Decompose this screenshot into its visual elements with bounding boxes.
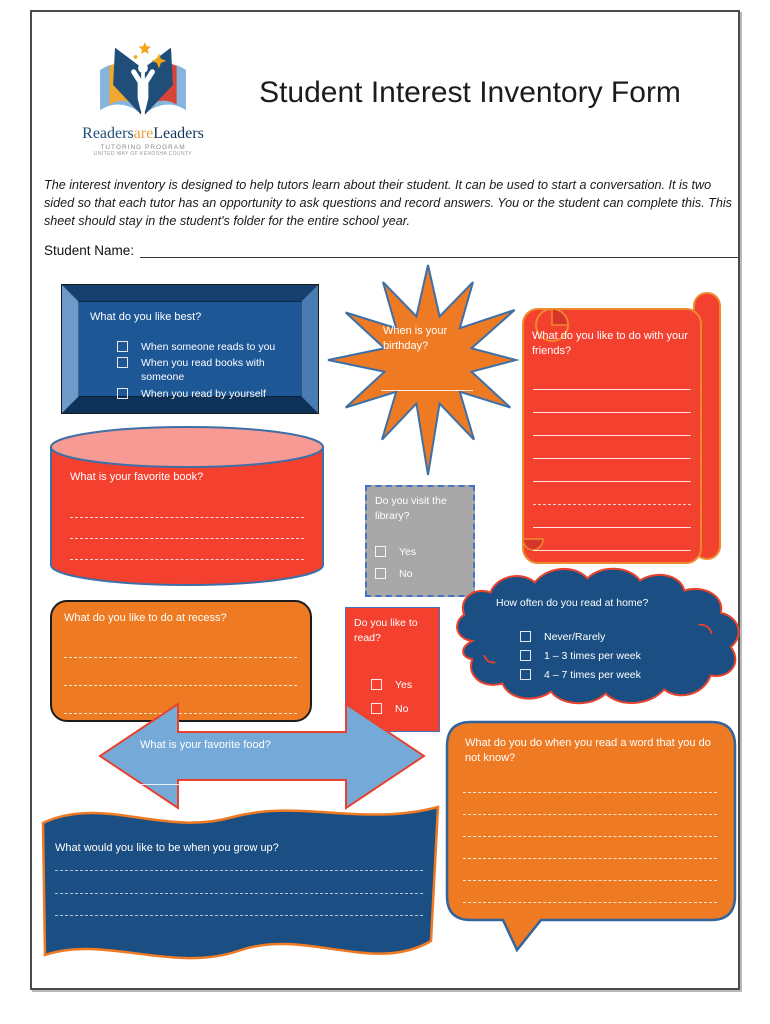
grow-up-wave: What would you like to be when you grow … xyxy=(33,793,448,965)
student-name-input-line[interactable] xyxy=(140,243,738,258)
option-label: 4 – 7 times per week xyxy=(544,669,641,681)
brand-are: are xyxy=(133,125,154,142)
option-row: No xyxy=(375,567,412,581)
answer-line[interactable] xyxy=(64,713,297,714)
option-row: Yes xyxy=(375,545,416,559)
student-name-label: Student Name: xyxy=(44,243,135,258)
checkbox[interactable] xyxy=(117,341,128,352)
readers-are-leaders-logo-icon xyxy=(100,42,186,115)
answer-line[interactable] xyxy=(463,880,717,881)
answer-line[interactable] xyxy=(463,814,717,815)
answer-line[interactable] xyxy=(533,412,691,413)
brand-wordmark: ReadersareLeaders xyxy=(78,126,208,142)
answer-line[interactable] xyxy=(463,902,717,903)
answer-line[interactable] xyxy=(70,517,304,518)
answer-line[interactable] xyxy=(64,685,297,686)
friends-question: What do you like to do with your friends… xyxy=(532,330,688,358)
library-question: Do you visit the library? xyxy=(375,495,447,522)
recess-question: What do you like to do at recess? xyxy=(64,612,227,624)
option-row: 1 – 3 times per week xyxy=(520,649,641,663)
answer-line[interactable] xyxy=(55,870,423,871)
checkbox[interactable] xyxy=(520,669,531,680)
cylinder-icon xyxy=(50,426,324,586)
option-label: When someone reads to you xyxy=(141,341,276,353)
like-read-question: Do you like to read? xyxy=(354,617,418,644)
logo: ReadersareLeaders TUTORING PROGRAM UNITE… xyxy=(78,42,208,157)
favorite-food-arrow: What is your favorite food? xyxy=(98,702,426,810)
option-label: No xyxy=(395,703,409,715)
checkbox[interactable] xyxy=(375,568,386,579)
answer-line[interactable] xyxy=(55,893,423,894)
answer-line[interactable] xyxy=(463,858,717,859)
unknown-word-bubble: What do you do when you read a word that… xyxy=(445,720,737,952)
student-name-row: Student Name: xyxy=(44,243,738,258)
checkbox[interactable] xyxy=(520,631,531,642)
unknown-word-question: What do you do when you read a word that… xyxy=(465,737,711,765)
option-row: When you read by yourself xyxy=(117,387,291,401)
option-row: 4 – 7 times per week xyxy=(520,668,641,682)
like-best-question: What do you like best? xyxy=(90,311,202,323)
option-row: No xyxy=(371,702,408,716)
answer-line[interactable] xyxy=(533,527,691,528)
option-label: Never/Rarely xyxy=(544,631,606,643)
intro-paragraph: The interest inventory is designed to he… xyxy=(44,178,732,228)
answer-line[interactable] xyxy=(140,784,330,785)
favorite-book-question: What is your favorite book? xyxy=(70,471,204,483)
answer-line[interactable] xyxy=(70,538,304,539)
answer-line[interactable] xyxy=(533,458,691,459)
logo-subtitle-2: UNITED WAY OF KENOSHA COUNTY xyxy=(93,151,193,157)
checkbox[interactable] xyxy=(375,546,386,557)
answer-line[interactable] xyxy=(463,836,717,837)
option-row: Yes xyxy=(371,678,412,692)
answer-line[interactable] xyxy=(381,390,473,391)
logo-subtitle: TUTORING PROGRAM xyxy=(100,144,186,151)
answer-line[interactable] xyxy=(533,435,691,436)
option-label: 1 – 3 times per week xyxy=(544,650,641,662)
birthday-question: When is your birthday? xyxy=(383,325,448,353)
answer-line[interactable] xyxy=(70,559,304,560)
read-home-cloud: How often do you read at home? Never/Rar… xyxy=(450,562,748,714)
favorite-book-cylinder: What is your favorite book? xyxy=(48,425,326,590)
grow-up-question: What would you like to be when you grow … xyxy=(55,842,279,854)
option-row: When you read books with someone xyxy=(117,356,291,384)
option-label: Yes xyxy=(399,546,417,558)
starburst-icon xyxy=(327,264,520,476)
option-row: Never/Rarely xyxy=(520,630,605,644)
page-title: Student Interest Inventory Form xyxy=(259,76,681,109)
answer-line[interactable] xyxy=(533,504,691,505)
answer-line[interactable] xyxy=(533,481,691,482)
brand-leaders: Leaders xyxy=(153,125,204,142)
library-box: Do you visit the library? Yes No xyxy=(365,485,475,597)
option-label: Yes xyxy=(395,679,413,691)
left-right-arrow-icon xyxy=(98,702,426,810)
like-best-box: What do you like best? When someone read… xyxy=(61,284,319,414)
answer-line[interactable] xyxy=(55,915,423,916)
read-home-question: How often do you read at home? xyxy=(496,597,649,609)
like-read-box: Do you like to read? Yes No xyxy=(345,607,440,732)
page-border xyxy=(30,10,740,990)
recess-box: What do you like to do at recess? xyxy=(50,600,312,722)
wave-icon xyxy=(41,805,440,960)
option-row: When someone reads to you xyxy=(117,340,291,354)
answer-line[interactable] xyxy=(64,657,297,658)
friends-scroll: What do you like to do with your friends… xyxy=(518,287,733,567)
brand-readers: Readers xyxy=(82,125,134,142)
checkbox[interactable] xyxy=(117,387,128,399)
checkbox[interactable] xyxy=(371,703,382,714)
answer-line[interactable] xyxy=(533,389,691,390)
answer-line[interactable] xyxy=(463,792,717,793)
favorite-food-question: What is your favorite food? xyxy=(140,739,271,751)
checkbox[interactable] xyxy=(371,679,382,690)
answer-line[interactable] xyxy=(533,550,691,551)
birthday-starburst: When is your birthday? xyxy=(323,260,533,478)
option-label: When you read by yourself xyxy=(141,387,266,400)
checkbox[interactable] xyxy=(520,650,531,661)
option-label: No xyxy=(399,568,413,580)
checkbox[interactable] xyxy=(117,357,128,369)
scroll-icon xyxy=(522,292,721,564)
option-label: When you read books with someone xyxy=(141,357,265,384)
